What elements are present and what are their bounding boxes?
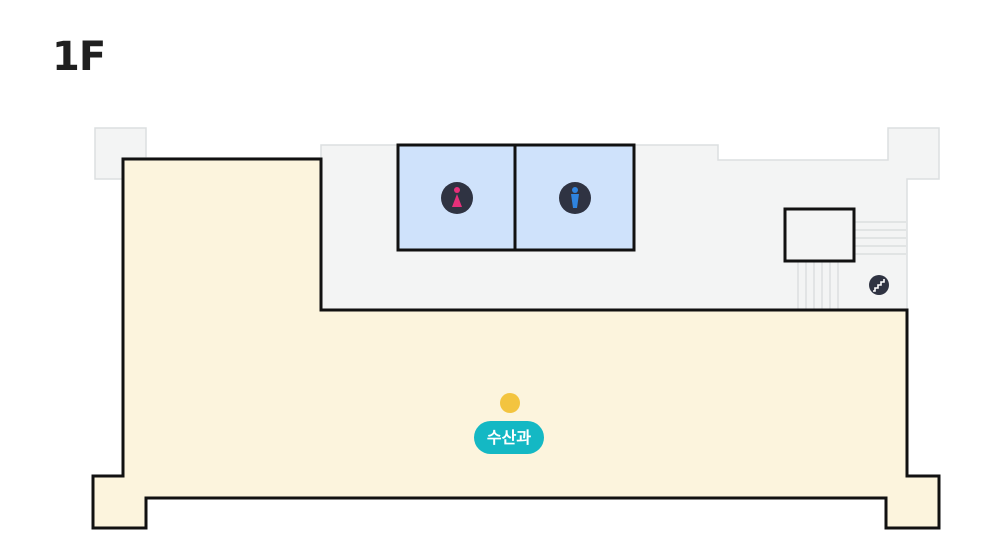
stair-lines xyxy=(797,221,906,309)
sales-area[interactable] xyxy=(91,157,941,530)
female-restroom-icon xyxy=(441,182,473,214)
elevator-box xyxy=(783,207,856,263)
store-label[interactable]: 수산과 xyxy=(474,421,544,454)
stairs-icon xyxy=(869,275,889,295)
male-restroom-icon xyxy=(559,182,591,214)
floor-title: 1F xyxy=(52,34,106,80)
store-pin[interactable] xyxy=(500,393,520,413)
